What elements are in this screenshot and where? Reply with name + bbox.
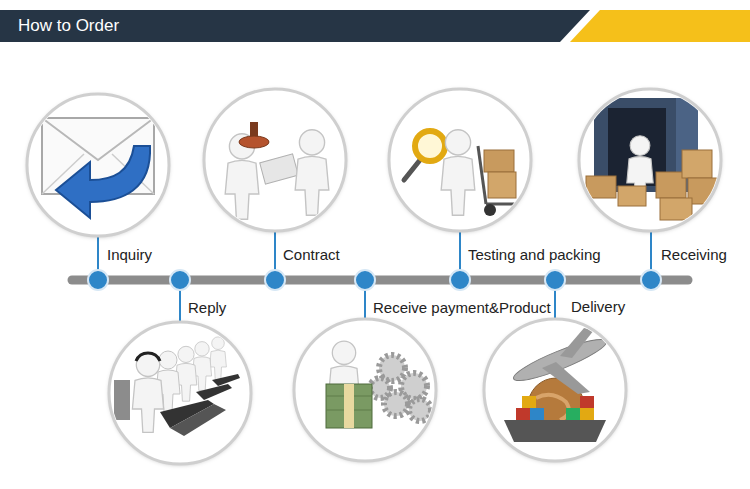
reply-icon xyxy=(132,353,163,432)
timeline-bar xyxy=(72,280,688,281)
timeline-bar xyxy=(72,276,688,285)
testing-icon xyxy=(404,130,518,216)
envelope-icon xyxy=(42,118,154,218)
step-label: Receiving xyxy=(659,246,729,264)
step-circle xyxy=(484,319,626,461)
step-circle xyxy=(294,319,436,461)
receiving-icon xyxy=(660,198,692,220)
timeline-dot xyxy=(355,270,375,290)
testing-icon xyxy=(441,130,475,215)
delivery-icon xyxy=(580,396,594,408)
step-label: Testing and packing xyxy=(466,246,603,264)
payment-icon xyxy=(401,373,427,399)
receiving-icon xyxy=(618,186,646,206)
delivery-icon xyxy=(542,362,590,394)
page-title: How to Order xyxy=(18,16,119,36)
testing-icon xyxy=(478,146,486,204)
delivery-icon xyxy=(504,328,610,442)
receiving-icon xyxy=(586,98,718,220)
testing-icon xyxy=(404,160,420,180)
reply-icon xyxy=(196,384,232,400)
delivery-icon xyxy=(530,408,544,420)
step-circle xyxy=(27,94,169,236)
payment-icon xyxy=(344,384,354,428)
timeline-dot xyxy=(88,270,108,290)
timeline-dot xyxy=(88,270,661,290)
step-label: Inquiry xyxy=(105,246,154,264)
payment-icon xyxy=(326,384,372,428)
delivery-icon xyxy=(522,396,536,408)
reply-icon xyxy=(210,337,227,380)
payment-icon xyxy=(326,341,431,428)
delivery-icon xyxy=(516,408,530,420)
timeline-dot xyxy=(170,270,190,290)
reply-icon xyxy=(170,404,226,436)
testing-icon xyxy=(484,204,496,216)
delivery-icon xyxy=(560,328,594,358)
contract-icon xyxy=(295,130,329,215)
reply-icon xyxy=(136,353,160,361)
delivery-icon xyxy=(580,408,594,420)
payment-icon xyxy=(370,378,390,398)
contract-icon xyxy=(225,122,329,219)
step-circle-border xyxy=(27,94,169,236)
testing-icon xyxy=(488,172,516,198)
testing-icon xyxy=(484,150,514,172)
payment-icon xyxy=(370,355,431,421)
step-label: Reply xyxy=(186,299,228,317)
step-circle-border xyxy=(109,322,251,464)
step-circle-border xyxy=(294,319,436,461)
step-label: Receive payment&Product xyxy=(371,299,553,317)
reply-icon xyxy=(114,380,130,420)
reply-icon xyxy=(114,337,240,436)
delivery-icon xyxy=(504,420,606,442)
title-bar xyxy=(570,10,750,42)
step-circle xyxy=(109,322,251,464)
envelope-icon xyxy=(56,146,150,218)
step-label: Delivery xyxy=(569,298,627,316)
title-bar xyxy=(0,10,750,42)
step-circle-border xyxy=(27,89,721,464)
timeline-dot xyxy=(450,270,470,290)
timeline-dot xyxy=(641,270,661,290)
step-circle xyxy=(579,89,721,231)
step-circle xyxy=(204,89,346,231)
timeline-dot xyxy=(545,270,565,290)
reply-icon xyxy=(212,374,240,386)
receiving-icon xyxy=(682,150,712,178)
step-circle xyxy=(389,89,531,231)
step-circle-border xyxy=(204,89,346,231)
step-circle-border xyxy=(484,319,626,461)
title-bar xyxy=(0,10,590,42)
step-circle-border xyxy=(579,89,721,231)
step-label: Contract xyxy=(281,246,342,264)
payment-icon xyxy=(409,399,431,421)
step-circle xyxy=(27,89,721,464)
contract-icon xyxy=(239,136,269,148)
step-circle-border xyxy=(389,89,531,231)
receiving-icon xyxy=(586,176,616,198)
contract-icon xyxy=(260,154,299,184)
delivery-icon xyxy=(566,408,580,420)
timeline-dot xyxy=(265,270,285,290)
testing-icon xyxy=(415,131,445,161)
